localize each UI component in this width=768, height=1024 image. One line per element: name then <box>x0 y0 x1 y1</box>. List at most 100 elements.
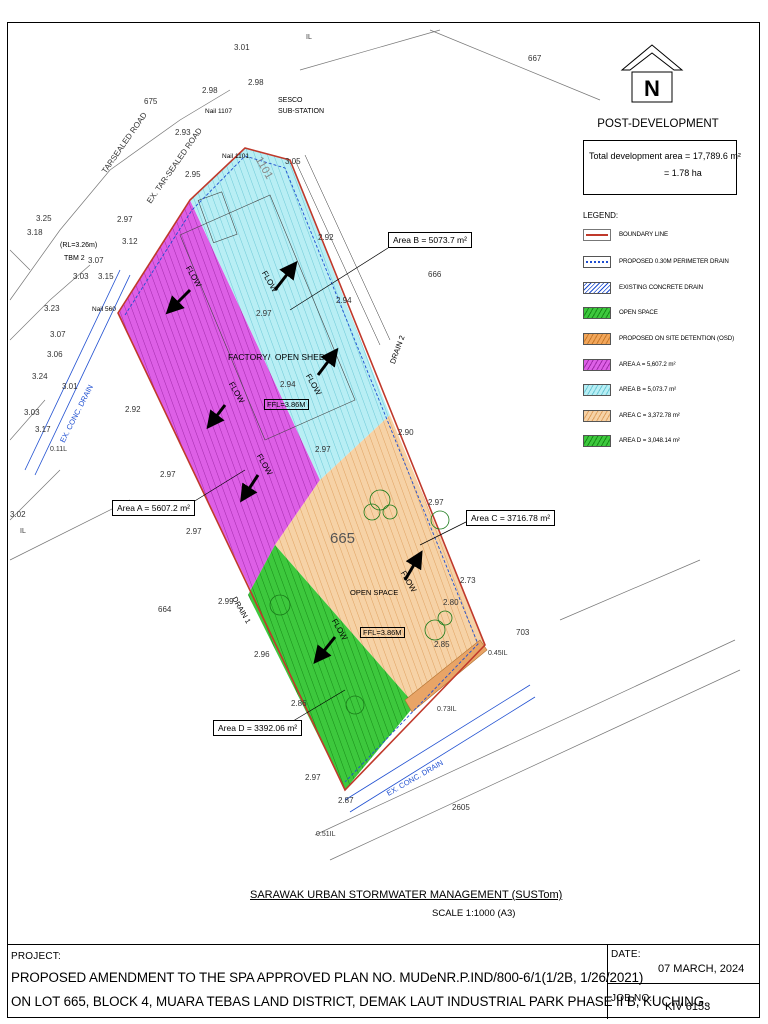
spot-level: 2.98 <box>248 78 264 87</box>
project-line-1: PROPOSED AMENDMENT TO THE SPA APPROVED P… <box>11 970 644 985</box>
flow-label-a3: FLOW <box>254 452 275 477</box>
tree-symbols <box>269 489 453 715</box>
spot-level: 2.97 <box>160 470 176 479</box>
job-label: JOB NO.: <box>611 993 656 1004</box>
legend-label: AREA D = 3,048.14 m² <box>619 437 680 444</box>
legend-label: OPEN SPACE <box>619 309 658 316</box>
road-label-2: EX. TAR-SEALED ROAD <box>145 126 204 206</box>
sustom-title: SARAWAK URBAN STORMWATER MANAGEMENT (SUS… <box>250 889 563 901</box>
invert-level: 0.45IL <box>488 650 508 657</box>
spot-level: 2.97 <box>186 527 202 536</box>
spot-level: 2.97 <box>117 215 133 224</box>
orange-hatch-icon <box>583 333 611 345</box>
site-boundary <box>117 147 486 792</box>
spot-level: 2.98 <box>202 86 218 95</box>
spot-level: 3.06 <box>47 350 63 359</box>
area-a-region <box>118 200 330 755</box>
scale-label: SCALE 1:1000 (A3) <box>432 908 516 919</box>
total-area-box: Total development area = 17,789.6 m² = 1… <box>583 140 741 195</box>
magenta-hatch-icon <box>583 359 611 371</box>
title-block-hdivider <box>607 983 760 985</box>
flow-label-b1: FLOW <box>259 269 280 294</box>
red-line-icon <box>583 229 611 241</box>
spot-level: 3.23 <box>44 304 60 313</box>
lot-703-label: 703 <box>516 628 530 637</box>
spot-level: 3.15 <box>98 272 114 281</box>
spot-level: 2.80 <box>443 598 459 607</box>
drain-label-west: EX. CONC. DRAIN <box>58 383 95 445</box>
ffl-label-1: FFL=3.86M <box>264 399 309 410</box>
invert-level: 0.51IL <box>316 831 336 838</box>
invert-level: IL <box>306 34 312 41</box>
legend-label: AREA C = 3,372.78 m² <box>619 412 680 419</box>
legend-label: EXISTING CONCRETE DRAIN <box>619 284 703 291</box>
area-c-region <box>275 415 485 705</box>
title-block: PROJECT: PROPOSED AMENDMENT TO THE SPA A… <box>7 944 760 1019</box>
lot-664-label: 664 <box>158 605 172 614</box>
legend-title: LEGEND: <box>583 211 619 220</box>
spot-level: 3.01 <box>234 43 250 52</box>
spot-level: 3.18 <box>27 228 43 237</box>
factory-label: FACTORY/ OPEN SHED <box>228 352 325 362</box>
spot-level: 2.93 <box>175 128 191 137</box>
neighbour-boundaries <box>9 29 741 861</box>
flow-arrows <box>165 260 423 665</box>
invert-level: IL <box>20 528 26 535</box>
perimeter-drain <box>124 155 479 783</box>
spot-level: 2.96 <box>254 650 270 659</box>
legend-label: AREA B = 5,073.7 m² <box>619 386 677 393</box>
spot-level: 3.17 <box>35 425 51 434</box>
drain-label-south: EX. CONC. DRAIN <box>385 758 445 798</box>
flow-label-b2: FLOW <box>303 372 324 397</box>
spot-level: 2.90 <box>398 428 414 437</box>
spot-level: 2.94 <box>280 380 296 389</box>
project-label: PROJECT: <box>11 951 61 962</box>
cyan-hatch-icon <box>583 384 611 396</box>
lot-666-label: 666 <box>428 270 442 279</box>
rl-label: (RL=3.26m) <box>60 242 98 249</box>
spot-level: 3.03 <box>73 272 89 281</box>
spot-level: 2.94 <box>336 296 352 305</box>
lot-665-label: 665 <box>330 530 356 547</box>
flow-label-a1: FLOW <box>183 264 204 289</box>
spot-level: 2.87 <box>338 796 354 805</box>
flow-label-a2: FLOW <box>226 380 247 405</box>
green-hatch-icon <box>583 307 611 319</box>
lot-1101-label: 1101 <box>252 154 275 182</box>
spot-level: 2.85 <box>434 640 450 649</box>
project-line-2: ON LOT 665, BLOCK 4, MUARA TEBAS LAND DI… <box>11 994 708 1009</box>
sesco-label: SESCO <box>278 97 303 104</box>
green-hatch-icon <box>583 435 611 447</box>
spot-level: 2.97 <box>315 445 331 454</box>
ffl-label-2: FFL=3.86M <box>360 627 405 638</box>
orange-hatch-icon <box>583 410 611 422</box>
spot-level: 3.07 <box>88 256 104 265</box>
spot-level: 3.01 <box>62 382 78 391</box>
spot-level: 3.05 <box>285 157 301 166</box>
drawing-frame <box>7 22 760 1018</box>
open-space-label: OPEN SPACE <box>350 588 399 597</box>
nail-1107-label: Nail 1107 <box>205 108 232 115</box>
spot-level: 2.97 <box>305 773 321 782</box>
spot-level: 2.92 <box>125 405 141 414</box>
date-label: DATE: <box>611 949 641 960</box>
total-area-line1: Total development area = 17,789.6 m² <box>589 151 741 161</box>
legend-label: PROPOSED 0.30M PERIMETER DRAIN <box>619 258 729 265</box>
north-arrow: N <box>620 44 684 103</box>
spot-level: 3.25 <box>36 214 52 223</box>
road-label-1: TARSEALED ROAD <box>100 110 149 176</box>
area-c-callout: Area C = 3716.78 m² <box>466 510 556 526</box>
spot-level: 2.73 <box>460 576 476 585</box>
area-a-callout: Area A = 5607.2 m² <box>112 500 196 516</box>
nail-1101-label: Nail 1101 <box>222 153 249 160</box>
north-letter: N <box>644 76 660 101</box>
existing-drain-south <box>344 684 536 813</box>
total-area-line2: = 1.78 ha <box>664 168 702 178</box>
building-outline <box>179 194 356 441</box>
spot-level: 3.07 <box>50 330 66 339</box>
drain-2-label: DRAIN 2 <box>388 334 407 366</box>
invert-level: 0.11L <box>50 446 67 453</box>
area-b-region <box>190 148 390 480</box>
lot-667-label: 667 <box>528 54 542 63</box>
